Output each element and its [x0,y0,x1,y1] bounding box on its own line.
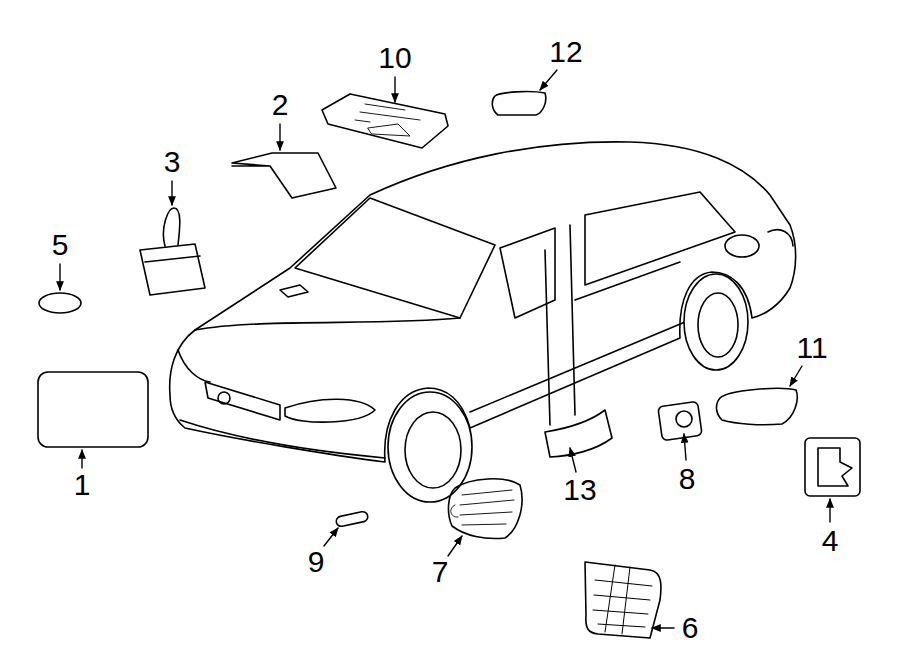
part-tag-3 [140,208,205,295]
callout-holder: 9 [308,547,325,577]
part-label-6-print [593,565,652,634]
callout-number: 1 [74,468,91,501]
leader-line [279,124,280,150]
callout-number: 10 [378,41,411,74]
taillight [768,230,793,246]
part-badge-9 [335,511,368,527]
rear-wheel-rim [698,293,738,357]
emblem [218,392,230,404]
leader-line [448,536,462,556]
callout-holder: 10 [378,43,411,73]
part-tag-3-print [145,256,200,262]
part-emblem-5 [39,293,81,313]
part-label-10 [322,94,448,148]
fuel-door [725,235,759,257]
leader-line [540,70,557,90]
part-label-4-print [818,448,852,486]
callout-number: 8 [679,462,696,495]
callout-number: 2 [272,88,289,121]
callout-holder: 13 [563,475,596,505]
car-body [170,142,796,462]
callout-holder: 7 [432,557,449,587]
leader-line [394,77,395,102]
rocker-line [470,322,685,412]
callout-holder: 3 [164,147,181,177]
callout-number: 9 [308,545,325,578]
callout-number: 4 [822,524,839,557]
callout-holder: 11 [796,333,827,363]
callout-holder: 6 [682,613,699,643]
callout-holder: 8 [679,464,696,494]
leader-line [790,366,802,386]
callout-number: 6 [682,611,699,644]
headlight [178,350,210,382]
bumper-line [180,420,385,458]
part-label-12 [492,92,546,115]
callout-holder: 1 [74,470,91,500]
hood-vent [280,285,308,297]
callout-number: 13 [563,473,596,506]
door-line [545,225,680,425]
part-label-10-print [355,104,420,136]
leader-line [570,448,576,472]
callout-number: 5 [52,228,69,261]
callout-holder: 4 [822,526,839,556]
callout-number: 3 [164,145,181,178]
leader-line [59,264,60,290]
callout-holder: 5 [52,230,69,260]
grille [205,382,280,420]
callout-number: 7 [432,555,449,588]
hood-line [195,318,460,330]
part-label-2 [232,153,336,198]
rear-wheel [684,274,748,370]
part-label-8 [658,401,702,440]
part-label-8-print [676,411,692,427]
leader-line [324,528,338,546]
rear-side-window [585,192,735,285]
front-wheel-rim [405,412,461,488]
callout-number: 12 [549,35,582,68]
part-label-4 [805,438,860,496]
leader-line [652,627,674,628]
part-label-11 [716,388,797,424]
part-label-7 [448,479,522,539]
leader-line [81,450,82,468]
part-label-7-print [451,490,514,525]
leader-lines [60,70,830,628]
leader-line [829,499,830,522]
callout-holder: 2 [272,90,289,120]
leader-line [684,434,686,460]
part-label-1 [38,372,148,447]
callout-number: 11 [796,331,827,364]
part-label-13 [545,410,612,457]
callout-holder: 12 [549,37,582,67]
windshield [295,198,495,318]
part-label-6 [585,562,661,638]
leader-line [171,181,172,205]
headlight [285,399,375,422]
